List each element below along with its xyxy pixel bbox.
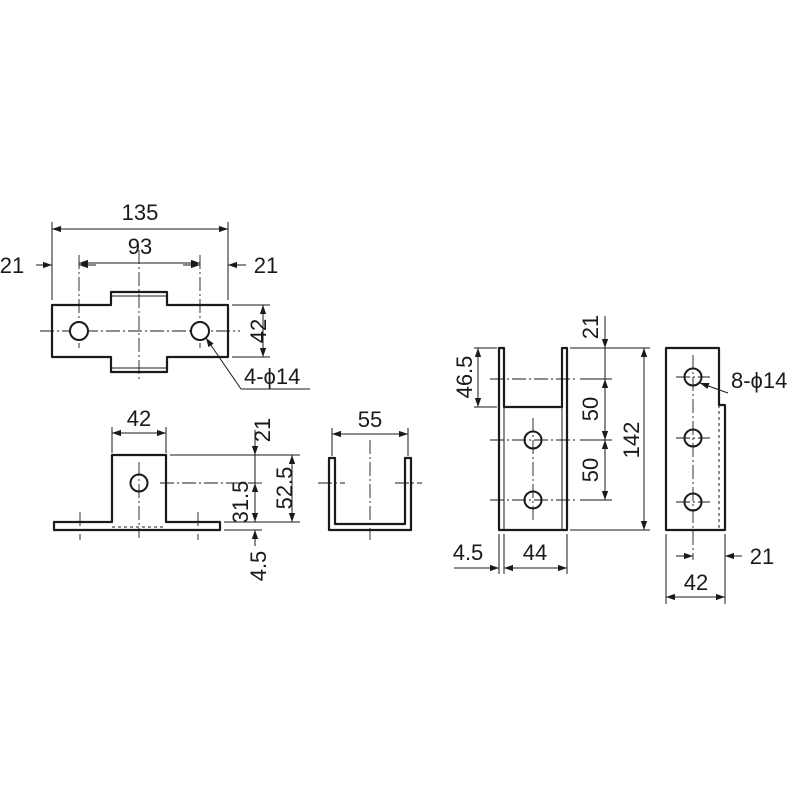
dim-top-to-hole: 21 bbox=[578, 315, 603, 339]
front-outline bbox=[52, 453, 222, 532]
dim-hole-pitch: 93 bbox=[128, 234, 152, 259]
u-channel-outline bbox=[327, 456, 413, 532]
dim-tab-height: 52.5 bbox=[272, 467, 297, 510]
dim-thickness: 4.5 bbox=[246, 551, 271, 582]
hole-callout: 4-ϕ14 bbox=[244, 364, 300, 389]
dim-total-height: 142 bbox=[619, 422, 644, 459]
top-view: 135 93 21 21 42 4-ϕ14 bbox=[0, 200, 310, 390]
bracket-side-view: 46.5 21 50 50 142 4.5 44 bbox=[452, 315, 650, 574]
dim-overall-length: 135 bbox=[122, 200, 159, 225]
dim-pitch-1: 50 bbox=[578, 397, 603, 421]
bracket-front-view: 8-ϕ14 21 42 bbox=[664, 346, 787, 604]
leader-line bbox=[205, 337, 242, 390]
hole-right bbox=[190, 321, 210, 341]
dim-edge-left: 21 bbox=[0, 253, 24, 278]
dim-leg-height: 46.5 bbox=[452, 356, 477, 399]
dim-width: 42 bbox=[684, 570, 708, 595]
side-view: 55 bbox=[318, 407, 422, 540]
top-plate-outline bbox=[50, 290, 230, 374]
dim-hole-height: 31.5 bbox=[228, 481, 253, 524]
dim-thickness: 4.5 bbox=[453, 540, 484, 565]
dim-edge-right: 21 bbox=[254, 253, 278, 278]
front-view: 42 21 31.5 52.5 4.5 bbox=[52, 406, 300, 582]
dim-hole-offset: 21 bbox=[750, 544, 774, 569]
hole-callout: 8-ϕ14 bbox=[731, 368, 787, 393]
dim-width: 42 bbox=[246, 319, 271, 343]
leader-line bbox=[699, 382, 729, 394]
dim-inner-width: 55 bbox=[358, 407, 382, 432]
dim-tab-width: 42 bbox=[127, 406, 151, 431]
hole-left bbox=[69, 321, 89, 341]
dim-depth: 44 bbox=[523, 540, 547, 565]
dim-pitch-2: 50 bbox=[578, 458, 603, 482]
dim-hole-from-top: 21 bbox=[250, 418, 275, 442]
